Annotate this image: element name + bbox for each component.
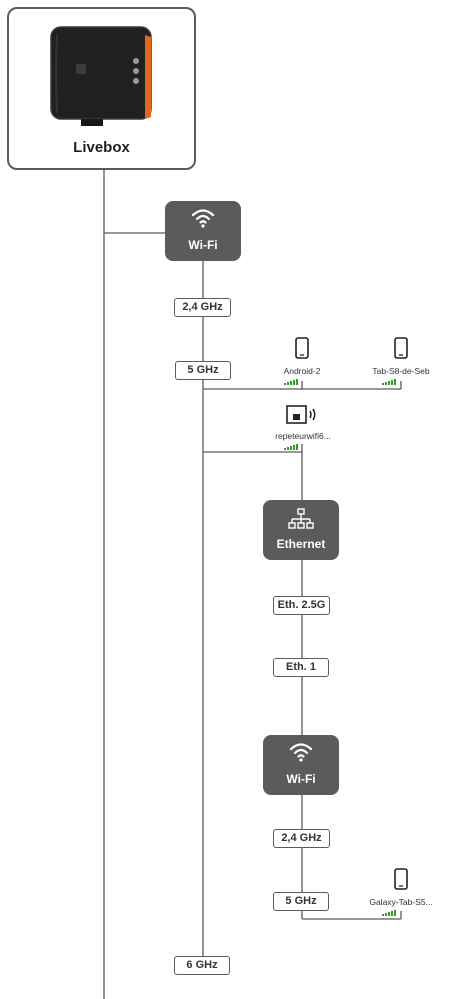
device-galaxy-tab-s5[interactable]: Galaxy-Tab-S5...: [354, 868, 448, 916]
ethernet-node[interactable]: Ethernet: [263, 500, 339, 560]
device-name: Galaxy-Tab-S5...: [369, 897, 433, 907]
band-6ghz-main[interactable]: 6 GHz: [174, 956, 230, 975]
band-5ghz-main[interactable]: 5 GHz: [175, 361, 231, 380]
device-android-2[interactable]: Android-2: [262, 337, 342, 385]
wifi-node-main-label: Wi-Fi: [188, 238, 218, 252]
band-2-4ghz-main[interactable]: 2,4 GHz: [174, 298, 231, 317]
livebox-title: Livebox: [73, 139, 130, 156]
signal-strength-icon: [382, 379, 400, 385]
device-name: Android-2: [283, 366, 321, 376]
wifi-repeater-icon: [286, 405, 316, 424]
eth-port-1[interactable]: Eth. 1: [273, 658, 329, 677]
signal-strength-icon: [284, 379, 302, 385]
device-tab-s8-de-seb[interactable]: Tab-S8-de-Seb: [356, 337, 446, 385]
wifi-node-main[interactable]: Wi-Fi: [165, 201, 241, 261]
wifi-node-repeater-label: Wi-Fi: [286, 772, 316, 786]
wifi-icon: [191, 209, 215, 228]
livebox-card[interactable]: Livebox: [7, 7, 196, 170]
device-name: repeteurwifi6...: [275, 431, 331, 441]
device-name: Tab-S8-de-Seb: [372, 366, 430, 376]
device-repeteurwifi6[interactable]: repeteurwifi6...: [262, 405, 344, 450]
signal-strength-icon: [382, 910, 400, 916]
signal-strength-icon: [284, 444, 302, 450]
livebox-router-image: [50, 26, 152, 126]
wifi-node-repeater[interactable]: Wi-Fi: [263, 735, 339, 795]
eth-port-2-5g[interactable]: Eth. 2.5G: [273, 596, 330, 615]
smartphone-icon: [295, 337, 309, 359]
ethernet-node-label: Ethernet: [276, 537, 326, 551]
band-2-4ghz-repeater[interactable]: 2,4 GHz: [273, 829, 330, 848]
network-icon: [288, 508, 314, 529]
wifi-icon: [289, 743, 313, 762]
band-5ghz-repeater[interactable]: 5 GHz: [273, 892, 329, 911]
smartphone-icon: [394, 868, 408, 890]
smartphone-icon: [394, 337, 408, 359]
